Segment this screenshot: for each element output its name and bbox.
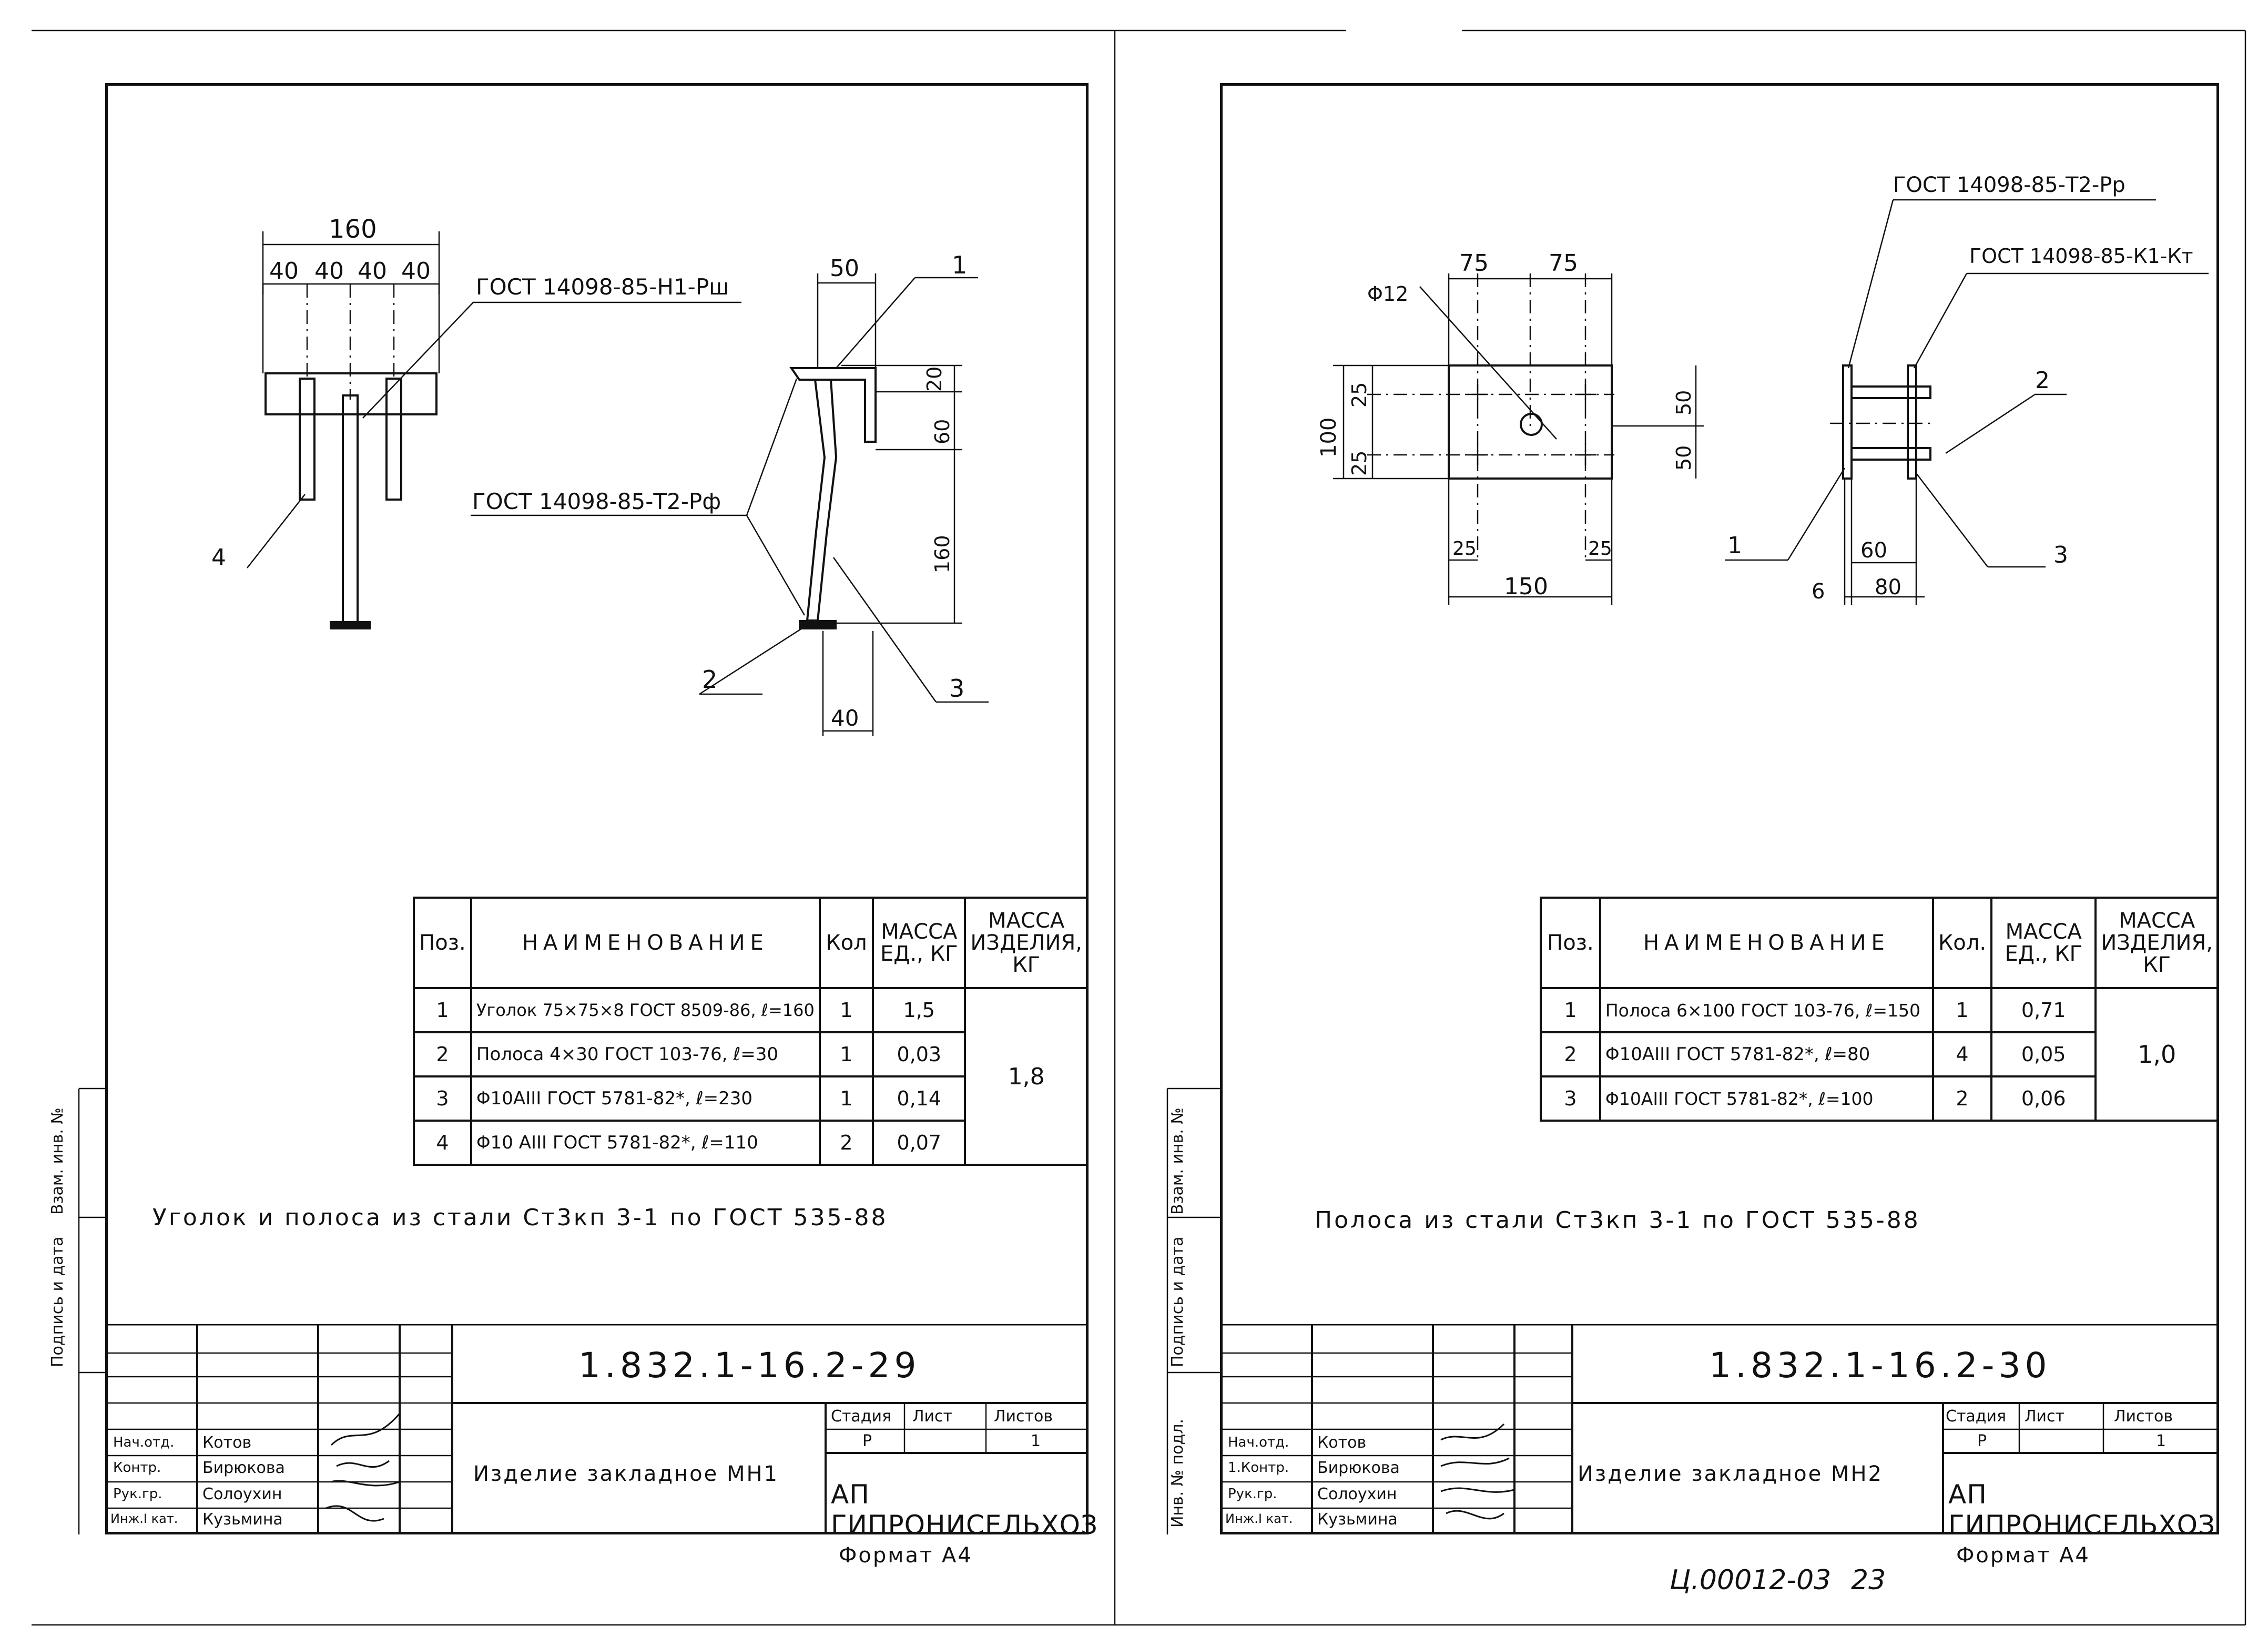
- left-spec-table: Поз. НАИМЕНОВАНИЕ Кол МАССА ЕД., КГ МАСС…: [413, 897, 1089, 1166]
- table-row: 3 Φ10АIII ГОСТ 5781-82*, ℓ=100 2 0,06: [1540, 1075, 2218, 1122]
- right-sheet-frame: [1220, 83, 2219, 1534]
- left-title-block: 1.832.1-16.2-29 Изделие закладное МН1 Ст…: [105, 1324, 1099, 1540]
- dim-160: 160: [931, 535, 954, 573]
- dim-40b: 40: [314, 258, 344, 284]
- svg-text:80: 80: [1875, 575, 1901, 599]
- left-front-view: 160 40 40 40 40 ГОСТ 14098-85-Н1-Рш 4: [211, 215, 741, 629]
- total-mass: 1,8: [964, 987, 1089, 1166]
- doc-title: Изделие закладное МН2: [1578, 1462, 1884, 1486]
- org-name: АП ГИПРОНИСЕЛЬХОЗ: [831, 1479, 1099, 1540]
- right-spec-table: Поз. НАИМЕНОВАНИЕ Кол. МАССА ЕД., КГ МАС…: [1540, 897, 2219, 1122]
- svg-text:50: 50: [1672, 445, 1695, 471]
- hdr-unit-mass: МАССА ЕД., КГ: [1990, 897, 2097, 989]
- footer-page: 23: [1851, 1564, 1886, 1596]
- right-side-view: 6 60 80 ГОСТ 14098-85-Т2-Рр ГОСТ 14098-8…: [1725, 173, 2209, 605]
- hdr-unit-mass: МАССА ЕД., КГ: [872, 897, 967, 989]
- dim-50: 50: [830, 255, 859, 282]
- hdr-qty: Кол: [818, 897, 874, 989]
- svg-text:75: 75: [1549, 250, 1578, 277]
- right-plate-view: 75 75 Φ12 100 25 25 50 50 25 25 150: [1317, 250, 1704, 605]
- svg-text:2: 2: [2035, 367, 2050, 394]
- right-note: Полоса из стали Ст3кп 3-1 по ГОСТ 535-88: [1315, 1207, 1920, 1234]
- hdr-item-mass: МАССА ИЗДЕЛИЯ, КГ: [2094, 897, 2219, 989]
- table-row: 2 Φ10АIII ГОСТ 5781-82*, ℓ=80 4 0,05: [1540, 1031, 2218, 1077]
- hdr-name: НАИМЕНОВАНИЕ: [1599, 897, 1934, 989]
- callout-pos2: 2: [702, 665, 717, 694]
- table-row: 1 Уголок 75×75×8 ГОСТ 8509-86, ℓ=160 1 1…: [413, 987, 1089, 1166]
- total-mass: 1,0: [2094, 987, 2219, 1122]
- hdr-pos: Поз.: [1540, 897, 1601, 989]
- dim-160: 160: [329, 215, 377, 244]
- hdr-name: НАИМЕНОВАНИЕ: [470, 897, 821, 989]
- left-sheet-frame: [105, 83, 1089, 1534]
- svg-text:25: 25: [1348, 382, 1371, 408]
- left-format: Формат А4: [839, 1543, 973, 1568]
- doc-title: Изделие закладное МН1: [473, 1462, 779, 1486]
- right-side-vzam: Взам. инв. №: [1168, 1107, 1187, 1215]
- svg-text:ГОСТ 14098-85-Т2-Рр: ГОСТ 14098-85-Т2-Рр: [1893, 173, 2125, 197]
- svg-text:25: 25: [1348, 451, 1371, 476]
- svg-text:Φ12: Φ12: [1367, 282, 1408, 306]
- svg-text:75: 75: [1459, 250, 1489, 277]
- svg-text:25: 25: [1452, 538, 1477, 560]
- dim-60: 60: [931, 419, 954, 444]
- right-side-sign: Подпись и дата: [1168, 1236, 1187, 1368]
- svg-text:60: 60: [1860, 538, 1887, 563]
- callout-pos3: 3: [949, 674, 964, 703]
- svg-text:1: 1: [1727, 532, 1742, 559]
- svg-text:25: 25: [1588, 538, 1612, 560]
- right-title-block: 1.832.1-16.2-30 Изделие закладное МН2 Ст…: [1220, 1324, 2219, 1540]
- dim-40a: 40: [269, 258, 299, 284]
- svg-text:150: 150: [1504, 573, 1548, 600]
- table-row: 2 Полоса 4×30 ГОСТ 103-76, ℓ=30 1 0,03: [413, 1031, 1087, 1077]
- right-format: Формат А4: [1956, 1543, 2090, 1568]
- table-row: 1 Полоса 6×100 ГОСТ 103-76, ℓ=150 1 0,71…: [1540, 987, 2219, 1122]
- left-note: Уголок и полоса из стали Ст3кп 3-1 по ГО…: [152, 1204, 888, 1231]
- footer-doc-number: Ц.00012-03: [1670, 1564, 1832, 1596]
- callout-pos1: 1: [952, 251, 967, 279]
- org-name: АП ГИПРОНИСЕЛЬХОЗ: [1948, 1479, 2216, 1540]
- svg-text:100: 100: [1317, 418, 1341, 458]
- svg-text:6: 6: [1812, 580, 1825, 604]
- dim-40: 40: [831, 705, 859, 731]
- callout-pos4: 4: [211, 544, 226, 571]
- hdr-item-mass: МАССА ИЗДЕЛИЯ, КГ: [964, 897, 1089, 989]
- callout-gost-h1: ГОСТ 14098-85-Н1-Рш: [476, 274, 729, 300]
- table-row: 3 Φ10АIII ГОСТ 5781-82*, ℓ=230 1 0,14: [413, 1075, 1087, 1122]
- doc-code: 1.832.1-16.2-29: [578, 1345, 921, 1386]
- left-side-view: 50 20 60 160 40 1 ГОСТ 14098-85-Т2-Рф 2 …: [471, 251, 989, 736]
- right-side-inv: Инв. № подл.: [1168, 1419, 1187, 1528]
- svg-text:3: 3: [2053, 542, 2068, 568]
- dim-40c: 40: [358, 258, 387, 284]
- callout-gost-t2: ГОСТ 14098-85-Т2-Рф: [472, 489, 721, 514]
- svg-text:50: 50: [1672, 390, 1695, 415]
- dim-20: 20: [923, 367, 946, 392]
- hdr-pos: Поз.: [413, 897, 472, 989]
- hdr-qty: Кол.: [1931, 897, 1993, 989]
- doc-code: 1.832.1-16.2-30: [1709, 1345, 2051, 1386]
- table-row: 4 Φ10 АIII ГОСТ 5781-82*, ℓ=110 2 0,07: [413, 1120, 1087, 1166]
- dim-40d: 40: [401, 258, 431, 284]
- svg-text:ГОСТ 14098-85-К1-Кт: ГОСТ 14098-85-К1-Кт: [1969, 245, 2193, 268]
